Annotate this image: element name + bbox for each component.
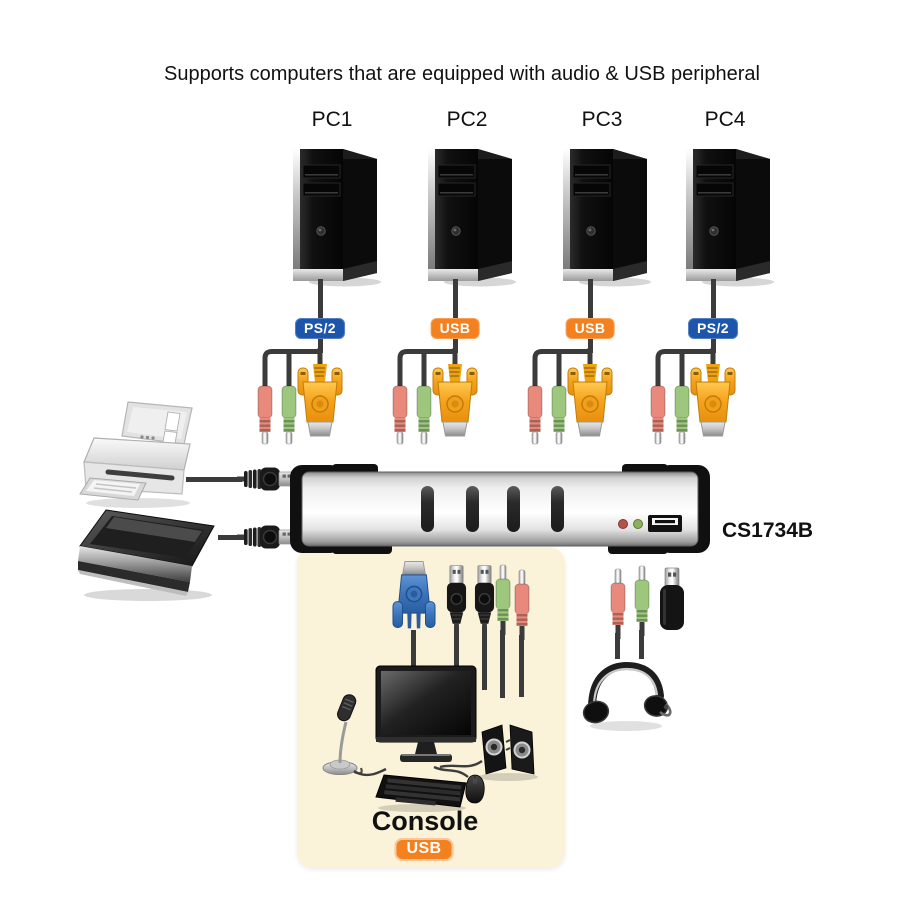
led-red-icon — [618, 519, 628, 529]
printer-usb-plug-icon — [237, 464, 295, 494]
port-button-2 — [466, 486, 479, 532]
scanner-usb-cable — [218, 535, 244, 540]
pc1-kvm-cable-icon — [253, 348, 345, 452]
pc3-tower-icon — [557, 141, 653, 287]
pc3-interface-badge: USB — [565, 318, 615, 339]
console-usb-cable-1 — [454, 626, 459, 668]
headset-mic-cable — [615, 633, 620, 659]
console-usb-badge: USB — [394, 838, 454, 861]
kvm-switch-icon — [290, 464, 710, 554]
pc2-kvm-cable-icon — [388, 348, 480, 452]
pc3-cable — [588, 279, 593, 353]
console-vga-cable — [411, 630, 416, 670]
pc4-tower-icon — [680, 141, 776, 287]
pc3-label: PC3 — [581, 108, 623, 131]
headset-mic-plug-icon — [608, 567, 628, 639]
model-label: CS1734B — [722, 519, 814, 542]
console-usb-cable-2 — [482, 626, 487, 690]
usb-flash-drive-icon — [658, 566, 686, 632]
printer-icon — [79, 401, 193, 508]
port-button-3 — [507, 486, 520, 532]
console-usb-connector-2-icon — [474, 562, 495, 634]
pc4-interface-badge: PS/2 — [688, 318, 738, 339]
port-button-1 — [421, 486, 434, 532]
headset-audio-plug-icon — [632, 564, 652, 636]
pc2-label: PC2 — [446, 108, 488, 131]
console-label: Console — [371, 806, 479, 836]
console-mic-cable — [519, 635, 524, 697]
keyboard-icon — [375, 774, 467, 812]
pc4-cable — [711, 279, 716, 353]
pc3-kvm-cable-icon — [523, 348, 615, 452]
pc4-label: PC4 — [704, 108, 746, 131]
pc4-kvm-cable-icon — [646, 348, 738, 452]
diagram-title: Supports computers that are equipped wit… — [164, 63, 760, 85]
pc2-cable — [453, 279, 458, 353]
console-mic-plug-icon — [512, 568, 532, 640]
device-wires — [353, 759, 483, 778]
scanner-icon — [78, 509, 215, 601]
pc1-tower-icon — [287, 141, 383, 287]
scanner-usb-plug-icon — [237, 522, 295, 552]
console-speaker-plug-icon — [493, 563, 513, 635]
pc1-cable — [318, 279, 323, 353]
pc1-label: PC1 — [311, 108, 353, 131]
speakers-icon — [478, 724, 538, 781]
console-vga-connector-icon — [392, 556, 436, 632]
mouse-icon — [465, 774, 485, 804]
pc2-interface-badge: USB — [430, 318, 480, 339]
console-usb-connector-1-icon — [446, 562, 467, 634]
headset-audio-cable — [639, 630, 644, 659]
headset-icon — [582, 661, 672, 731]
console-speaker-cable — [500, 630, 505, 698]
pc2-tower-icon — [422, 141, 518, 287]
usb-port-icon — [648, 515, 682, 532]
led-green-icon — [633, 519, 643, 529]
microphone-icon — [322, 694, 363, 775]
monitor-icon — [375, 665, 477, 762]
printer-usb-cable — [186, 477, 242, 482]
pc1-interface-badge: PS/2 — [295, 318, 345, 339]
port-button-4 — [551, 486, 564, 532]
